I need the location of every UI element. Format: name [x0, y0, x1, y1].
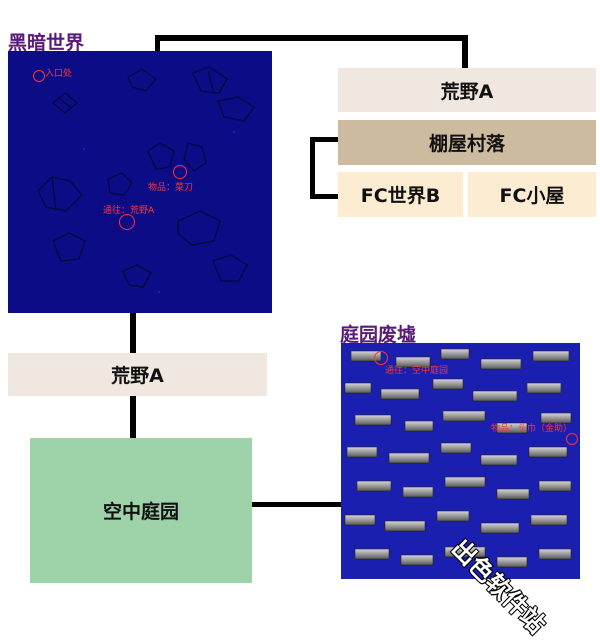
dark-world-title: 黑暗世界: [8, 32, 85, 54]
dark-world-terrain-graphic: [37, 66, 255, 293]
item-chopper-label: 物品：菜刀: [148, 183, 194, 193]
chopper-marker: [173, 165, 187, 179]
entrance-marker: [33, 70, 45, 82]
connector-shack-bracket-bottom: [310, 194, 340, 199]
item-headscarf-label: 物品：头巾（金助）: [491, 424, 573, 434]
to-wild-marker: [119, 214, 135, 230]
dark-world-map: 入口处 物品：菜刀 通往：荒野A: [8, 51, 272, 313]
connector-dark-to-wild: [130, 313, 136, 353]
to-wild-label: 通往：荒野A: [103, 206, 155, 216]
node-fc-hut: FC小屋: [468, 172, 596, 217]
connector-top-horizontal: [155, 35, 468, 41]
garden-ruins-map: 通往：空中庭园 物品：头巾（金助）: [341, 343, 580, 579]
node-sky-garden: 空中庭园: [30, 438, 252, 583]
garden-ruins-title: 庭园废墟: [340, 324, 417, 346]
connector-shack-bracket-vertical: [310, 137, 315, 199]
connector-shack-bracket-top: [310, 137, 340, 142]
entrance-label: 入口处: [45, 69, 73, 79]
to-sky-garden-label: 通往：空中庭园: [385, 366, 449, 376]
to-sky-garden-marker: [374, 351, 388, 365]
connector-top-left-vertical: [155, 35, 160, 53]
connector-wild-to-garden: [130, 396, 136, 438]
connector-garden-to-ruins: [252, 502, 342, 507]
headscarf-marker: [566, 433, 578, 445]
node-fc-world-b: FC世界B: [338, 172, 463, 217]
node-wild-left: 荒野A: [8, 353, 267, 396]
connector-top-right-vertical: [462, 35, 468, 68]
node-shack-village: 棚屋村落: [338, 120, 596, 165]
node-wild-right: 荒野A: [338, 68, 596, 112]
garden-ruins-terrain-graphic: [344, 348, 572, 568]
